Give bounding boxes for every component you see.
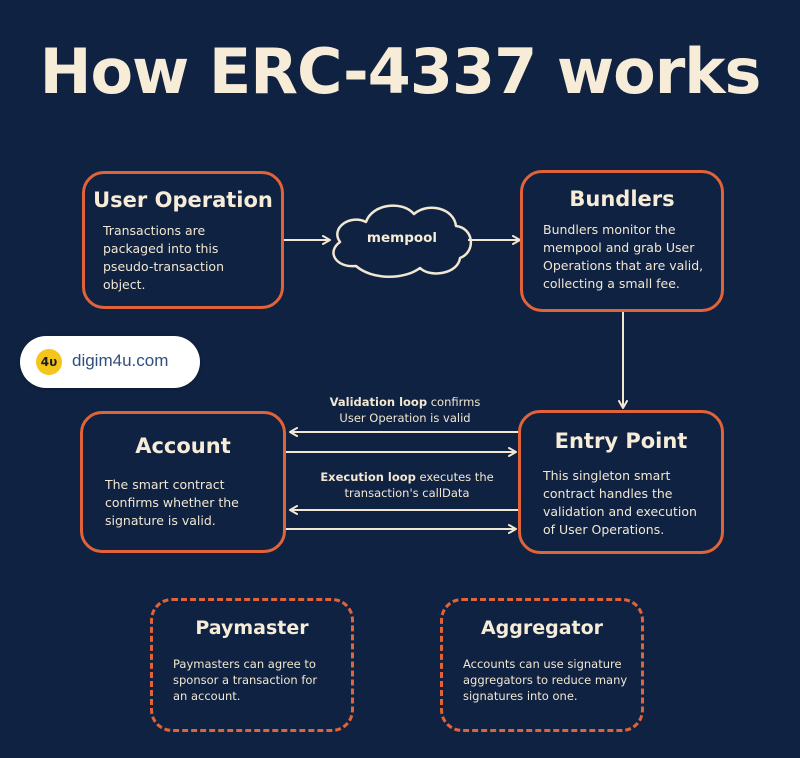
user-operation-body: Transactions are packaged into this pseu… [103, 223, 224, 292]
account-title: Account [135, 434, 231, 458]
execution-loop-label: Execution loop executes the transaction'… [296, 469, 518, 501]
execution-loop-line2: transaction's callData [344, 486, 470, 500]
user-operation-title: User Operation [93, 188, 273, 212]
bundlers-body: Bundlers monitor the mempool and grab Us… [543, 222, 704, 291]
badge-text: digim4u.com [72, 351, 169, 370]
validation-loop-bold: Validation loop [329, 395, 428, 409]
aggregator-body: Accounts can use signature aggregators t… [463, 657, 628, 703]
validation-loop-line2: User Operation is valid [339, 411, 471, 425]
paymaster-box: Paymaster Paymasters can agree to sponso… [150, 598, 354, 732]
account-box: Account The smart contract confirms whet… [80, 411, 286, 553]
execution-loop-bold: Execution loop [320, 470, 416, 484]
account-body: The smart contract confirms whether the … [105, 477, 239, 528]
paymaster-body: Paymasters can agree to sponsor a transa… [173, 657, 318, 703]
user-operation-box: User Operation Transactions are packaged… [82, 171, 284, 309]
validation-loop-label: Validation loop confirms User Operation … [300, 394, 510, 426]
mempool-label: mempool [366, 230, 438, 246]
badge-logo-icon: 4υ [36, 349, 62, 375]
validation-loop-rest: confirms [427, 395, 481, 409]
execution-loop-rest: executes the [415, 470, 494, 484]
page-title: How ERC-4337 works [39, 35, 762, 108]
watermark-badge[interactable]: 4υ digim4u.com [20, 336, 200, 388]
entry-point-box: Entry Point This singleton smart contrac… [518, 410, 724, 554]
entry-point-title: Entry Point [554, 429, 688, 453]
entry-point-body: This singleton smart contract handles th… [543, 468, 697, 537]
paymaster-title: Paymaster [195, 617, 309, 639]
bundlers-title: Bundlers [569, 187, 675, 211]
mempool-cloud [332, 204, 472, 278]
bundlers-box: Bundlers Bundlers monitor the mempool an… [520, 170, 724, 312]
aggregator-box: Aggregator Accounts can use signature ag… [440, 598, 644, 732]
aggregator-title: Aggregator [480, 617, 604, 639]
